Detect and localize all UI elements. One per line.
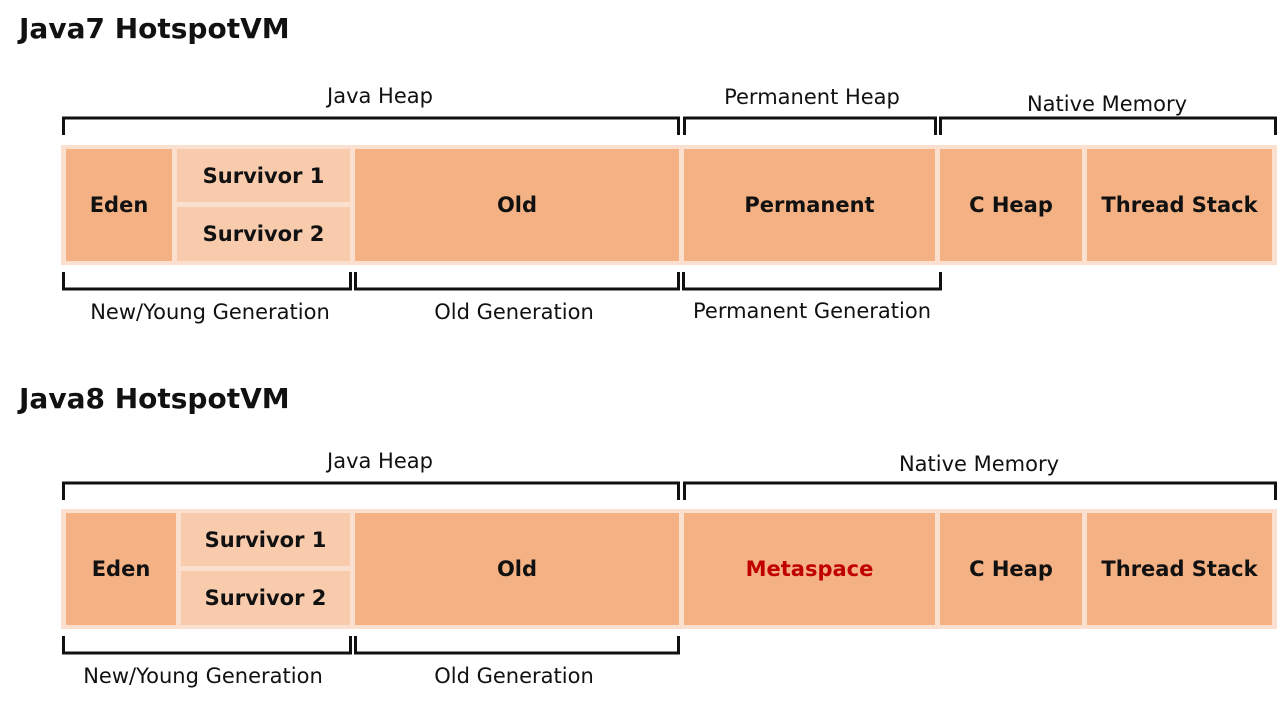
- java8-title: Java8 HotspotVM: [19, 382, 290, 415]
- java7-survivor1-box: Survivor 1: [177, 149, 350, 202]
- java8-thread-stack-box: Thread Stack: [1087, 513, 1272, 625]
- java7-title: Java7 HotspotVM: [19, 12, 290, 45]
- java7-permanent-generation-bracket: [682, 271, 942, 291]
- java8-young-generation-bracket: [62, 635, 352, 655]
- java8-young-generation-label: New/Young Generation: [83, 664, 323, 688]
- java7-permanent-heap-bracket: [683, 116, 937, 136]
- java8-old-generation-label: Old Generation: [434, 664, 594, 688]
- java7-old-generation-bracket: [354, 271, 680, 291]
- java7-young-generation-bracket: [62, 271, 352, 291]
- java7-java-heap-bracket: [62, 116, 680, 136]
- java8-c-heap-box: C Heap: [940, 513, 1082, 625]
- java7-native-memory-bracket: [939, 116, 1277, 136]
- java7-permanent-heap-label: Permanent Heap: [724, 85, 900, 109]
- java7-old-box: Old: [355, 149, 679, 261]
- java8-java-heap-bracket: [62, 481, 680, 501]
- java8-java-heap-label: Java Heap: [327, 449, 433, 473]
- java8-old-box: Old: [355, 513, 679, 625]
- java8-native-memory-label: Native Memory: [898, 452, 1060, 476]
- java8-survivor2-box: Survivor 2: [181, 571, 350, 625]
- java7-thread-stack-box: Thread Stack: [1087, 149, 1272, 261]
- java7-java-heap-label: Java Heap: [327, 84, 433, 108]
- java7-survivor2-box: Survivor 2: [177, 207, 350, 261]
- java7-permanent-box: Permanent: [684, 149, 935, 261]
- java8-survivor1-box: Survivor 1: [181, 513, 350, 566]
- java8-metaspace-box: Metaspace: [684, 513, 935, 625]
- java8-old-generation-bracket: [354, 635, 680, 655]
- java7-c-heap-box: C Heap: [940, 149, 1082, 261]
- java8-native-memory-bracket: [683, 481, 1277, 501]
- java7-old-generation-label: Old Generation: [434, 300, 594, 324]
- java7-eden-box: Eden: [66, 149, 172, 261]
- java7-native-memory-label: Native Memory: [1026, 92, 1188, 116]
- java7-young-generation-label: New/Young Generation: [90, 300, 330, 324]
- java8-eden-box: Eden: [66, 513, 176, 625]
- java7-permanent-generation-label: Permanent Generation: [692, 299, 932, 323]
